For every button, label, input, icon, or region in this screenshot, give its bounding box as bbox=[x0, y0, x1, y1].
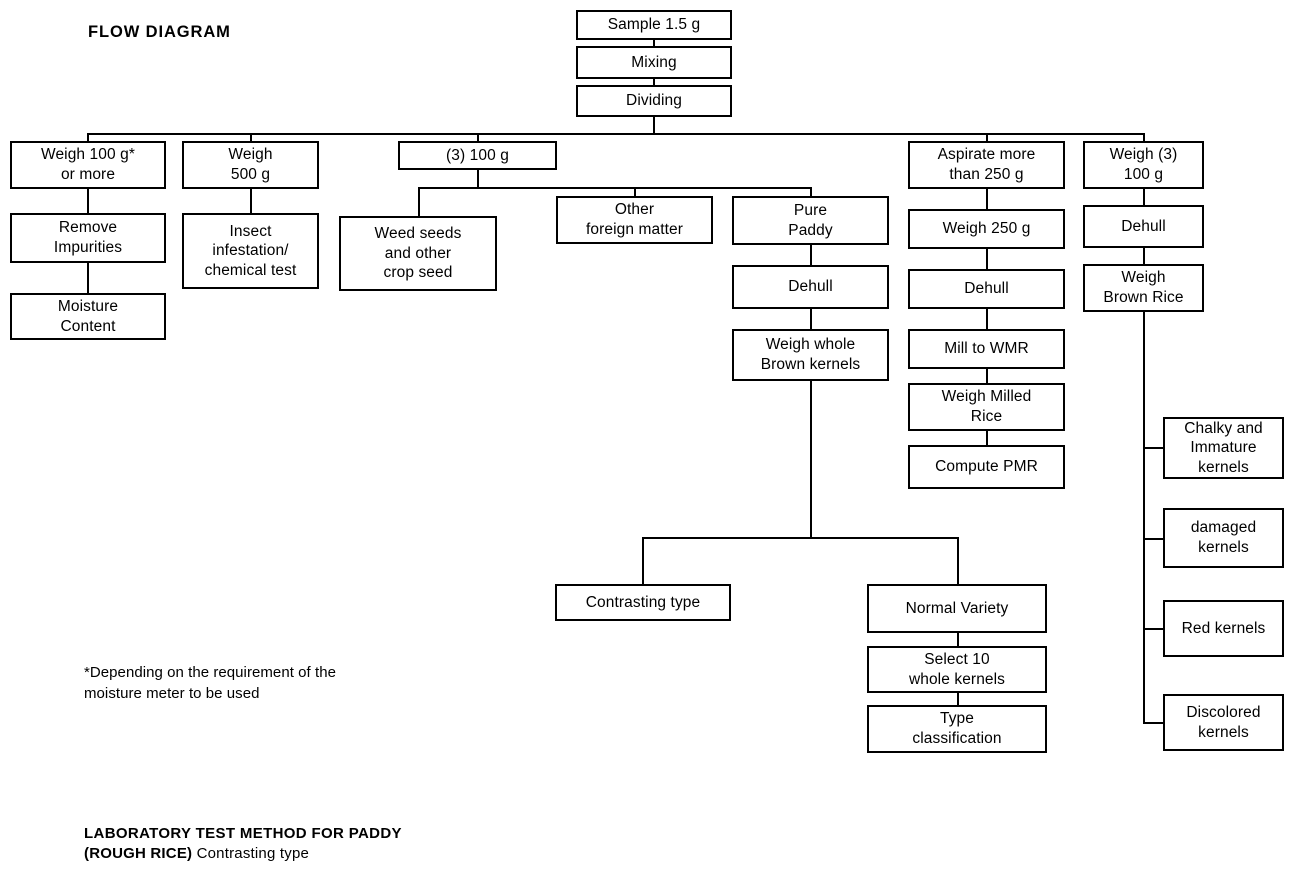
connector-weigh3-dehull bbox=[1143, 189, 1145, 205]
connector-weigh250-dehull bbox=[986, 249, 988, 269]
node-damaged-kernels[interactable]: damaged kernels bbox=[1163, 508, 1284, 568]
caption-line-1: LABORATORY TEST METHOD FOR PADDY bbox=[84, 825, 402, 842]
node-chalky-immature-kernels[interactable]: Chalky and Immature kernels bbox=[1163, 417, 1284, 479]
node-aspirate-more-than-250g[interactable]: Aspirate more than 250 g bbox=[908, 141, 1065, 189]
node-dehull-paddy[interactable]: Dehull bbox=[732, 265, 889, 309]
node-normal-variety[interactable]: Normal Variety bbox=[867, 584, 1047, 633]
node-dividing[interactable]: Dividing bbox=[576, 85, 732, 117]
node-dehull-250[interactable]: Dehull bbox=[908, 269, 1065, 309]
connector-spine-discolored bbox=[1143, 722, 1164, 724]
node-dehull-brown[interactable]: Dehull bbox=[1083, 205, 1204, 248]
connector-spine-chalky bbox=[1143, 447, 1164, 449]
caption-contrasting-type: Contrasting type bbox=[192, 845, 310, 862]
node-compute-pmr[interactable]: Compute PMR bbox=[908, 445, 1065, 489]
node-insect-infestation[interactable]: Insect infestation/ chemical test bbox=[182, 213, 319, 289]
connector-normalvariety-select10 bbox=[957, 633, 959, 646]
node-red-kernels[interactable]: Red kernels bbox=[1163, 600, 1284, 657]
connector-dehull-weighbrownrice bbox=[1143, 248, 1145, 264]
connector-select10-typeclass bbox=[957, 693, 959, 705]
connector-weighwhole-bus bbox=[810, 381, 812, 538]
node-moisture-content[interactable]: Moisture Content bbox=[10, 293, 166, 340]
node-weigh-brown-rice[interactable]: Weigh Brown Rice bbox=[1083, 264, 1204, 312]
node-mill-to-wmr[interactable]: Mill to WMR bbox=[908, 329, 1065, 369]
connector-bus-aspirate bbox=[986, 133, 988, 142]
connector-weigh500-insect bbox=[250, 189, 252, 213]
node-type-classification[interactable]: Type classification bbox=[867, 705, 1047, 753]
node-mixing[interactable]: Mixing bbox=[576, 46, 732, 79]
bus-main-distribution bbox=[87, 133, 1145, 135]
connector-dehull-weighwhole bbox=[810, 309, 812, 329]
node-weigh-250g[interactable]: Weigh 250 g bbox=[908, 209, 1065, 249]
connector-sample-mixing bbox=[653, 39, 655, 46]
caption-rough-rice: (ROUGH RICE) bbox=[84, 845, 193, 862]
node-other-foreign-matter[interactable]: Other foreign matter bbox=[556, 196, 713, 244]
connector-bus-normalvariety bbox=[957, 537, 959, 584]
bus-variety-split bbox=[642, 537, 959, 539]
connector-bus-three100g bbox=[477, 133, 479, 142]
bus-three100g-distribution bbox=[418, 187, 812, 189]
connector-remove-moisture bbox=[87, 263, 89, 293]
connector-bus-contrasting bbox=[642, 537, 644, 584]
node-contrasting-type[interactable]: Contrasting type bbox=[555, 584, 731, 621]
spine-brownrice-kernels bbox=[1143, 312, 1145, 724]
connector-weighmilled-computepmr bbox=[986, 431, 988, 445]
node-weed-seeds[interactable]: Weed seeds and other crop seed bbox=[339, 216, 497, 291]
node-select-10-whole-kernels[interactable]: Select 10 whole kernels bbox=[867, 646, 1047, 693]
node-weigh-whole-brown-kernels[interactable]: Weigh whole Brown kernels bbox=[732, 329, 889, 381]
connector-three100g-bus bbox=[477, 170, 479, 188]
connector-bus-weedseeds bbox=[418, 187, 420, 216]
connector-bus-purepaddy bbox=[810, 187, 812, 196]
connector-bus-weigh100 bbox=[87, 133, 89, 142]
footnote-text: *Depending on the requirement of the moi… bbox=[84, 664, 336, 702]
connector-weigh100-remove bbox=[87, 189, 89, 213]
node-weigh-milled-rice[interactable]: Weigh Milled Rice bbox=[908, 383, 1065, 431]
connector-dividing-bus bbox=[653, 116, 655, 134]
node-sample[interactable]: Sample 1.5 g bbox=[576, 10, 732, 40]
page-title: FLOW DIAGRAM bbox=[88, 23, 231, 41]
node-pure-paddy[interactable]: Pure Paddy bbox=[732, 196, 889, 245]
connector-spine-damaged bbox=[1143, 538, 1164, 540]
node-weigh-3-100g[interactable]: Weigh (3) 100 g bbox=[1083, 141, 1204, 189]
connector-bus-weigh500 bbox=[250, 133, 252, 142]
node-weigh-100g-or-more[interactable]: Weigh 100 g* or more bbox=[10, 141, 166, 189]
node-discolored-kernels[interactable]: Discolored kernels bbox=[1163, 694, 1284, 751]
connector-purepaddy-dehull bbox=[810, 245, 812, 265]
connector-aspirate-weigh250 bbox=[986, 189, 988, 209]
connector-mill-weighmilled bbox=[986, 369, 988, 383]
node-remove-impurities[interactable]: Remove Impurities bbox=[10, 213, 166, 263]
connector-bus-otherforeign bbox=[634, 187, 636, 196]
caption-line-2: (ROUGH RICE) Contrasting type bbox=[84, 845, 309, 862]
node-weigh-500g[interactable]: Weigh 500 g bbox=[182, 141, 319, 189]
node-three-100g[interactable]: (3) 100 g bbox=[398, 141, 557, 170]
connector-dehull-mill bbox=[986, 309, 988, 329]
connector-mixing-dividing bbox=[653, 78, 655, 85]
connector-bus-weigh3-100g bbox=[1143, 133, 1145, 142]
connector-spine-red bbox=[1143, 628, 1164, 630]
